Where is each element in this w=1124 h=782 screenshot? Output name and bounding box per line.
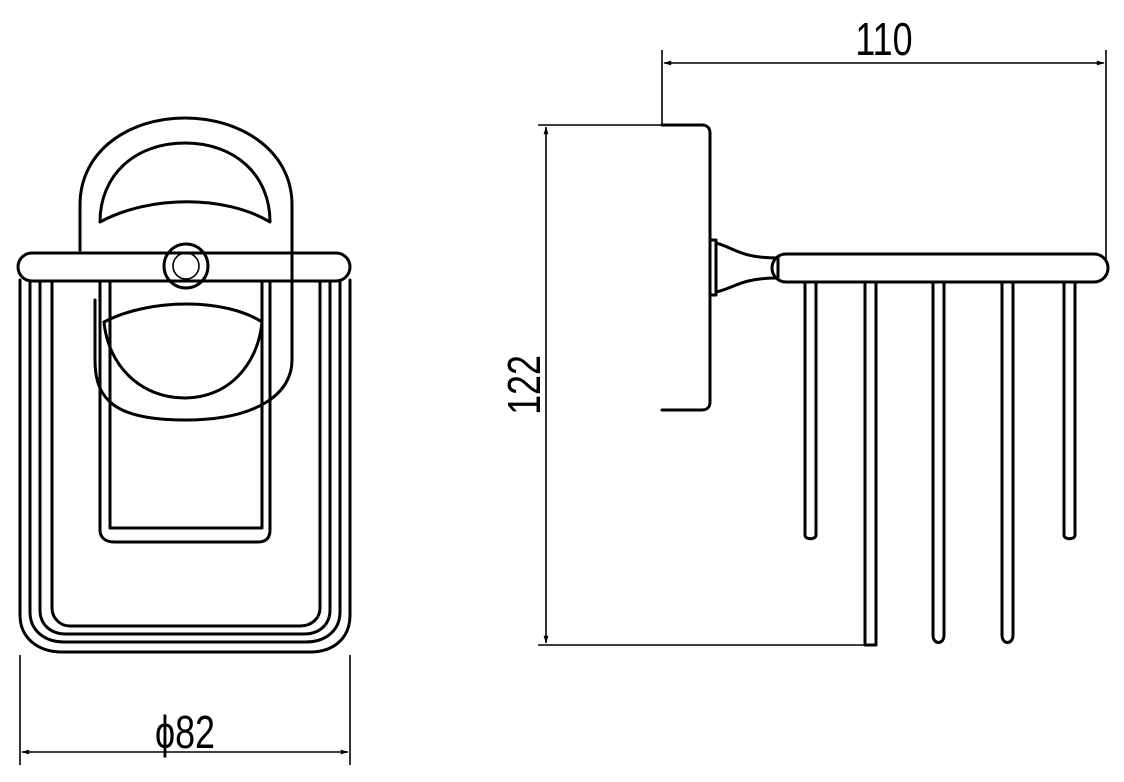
side-view: 110 122	[499, 14, 1110, 647]
top-rail	[16, 251, 352, 283]
side-wire-2	[863, 280, 878, 647]
inner-frame-inner	[108, 280, 264, 530]
height-label: 122	[499, 355, 550, 415]
inner-frame	[98, 280, 272, 544]
side-top-rail	[770, 252, 1110, 284]
mount-crescent-bottom	[102, 302, 264, 400]
side-connector	[708, 238, 718, 297]
mount-knob-inner	[172, 252, 200, 280]
side-wall-plate	[660, 123, 712, 412]
side-wire-5	[1062, 280, 1077, 541]
side-wire-1	[803, 280, 818, 541]
basket-outer	[18, 278, 352, 654]
side-wire-3	[931, 280, 946, 644]
mount-knob	[162, 242, 210, 290]
front-view: ϕ82	[16, 116, 352, 765]
width-label: 110	[855, 14, 912, 65]
basket-wire-1	[28, 280, 342, 644]
side-wire-4	[1000, 280, 1015, 644]
basket-wire-2	[38, 280, 332, 636]
mount-crescent-top	[98, 141, 272, 224]
diameter-label: ϕ82	[155, 707, 215, 758]
side-connector-flare	[714, 241, 780, 294]
basket-wire-3	[50, 280, 322, 628]
mount-plate	[78, 116, 294, 422]
